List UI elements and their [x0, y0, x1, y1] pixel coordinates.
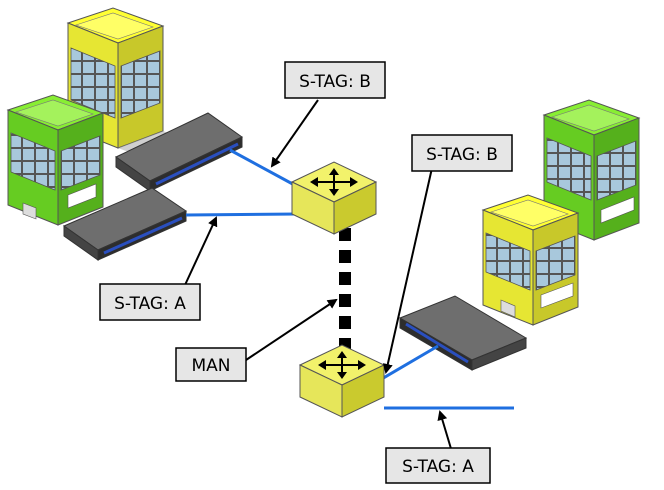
label-stag-a-left: S-TAG: A [99, 283, 201, 321]
rack-server-icon [62, 187, 188, 261]
arrow-stag-a-right [437, 410, 453, 453]
label-text: S-TAG: A [114, 294, 186, 314]
label-text: MAN [191, 356, 230, 376]
arrow-stag-b-right [382, 167, 433, 374]
label-man: MAN [175, 347, 247, 382]
arrow-man [245, 298, 338, 361]
office-building-icon [6, 94, 105, 226]
switch-router-icon [290, 161, 378, 235]
arrow-stag-a-left [184, 216, 218, 286]
switch-router-icon [298, 344, 386, 418]
label-stag-a-right: S-TAG: A [385, 447, 491, 484]
link-switch-bottom-server3 [379, 344, 439, 382]
label-text: S-TAG: B [299, 72, 371, 92]
rack-server-icon [398, 295, 528, 371]
rack-server-icon [115, 112, 243, 192]
arrow-stag-b-left [270, 99, 319, 168]
link-server2-switch-top [185, 212, 299, 217]
label-stag-b-right: S-TAG: B [411, 134, 513, 172]
link-server1-switch-top [229, 148, 301, 190]
label-stag-b-left: S-TAG: B [284, 61, 386, 99]
office-building-icon [481, 194, 580, 326]
label-text: S-TAG: A [402, 457, 474, 477]
label-text: S-TAG: B [426, 145, 498, 165]
